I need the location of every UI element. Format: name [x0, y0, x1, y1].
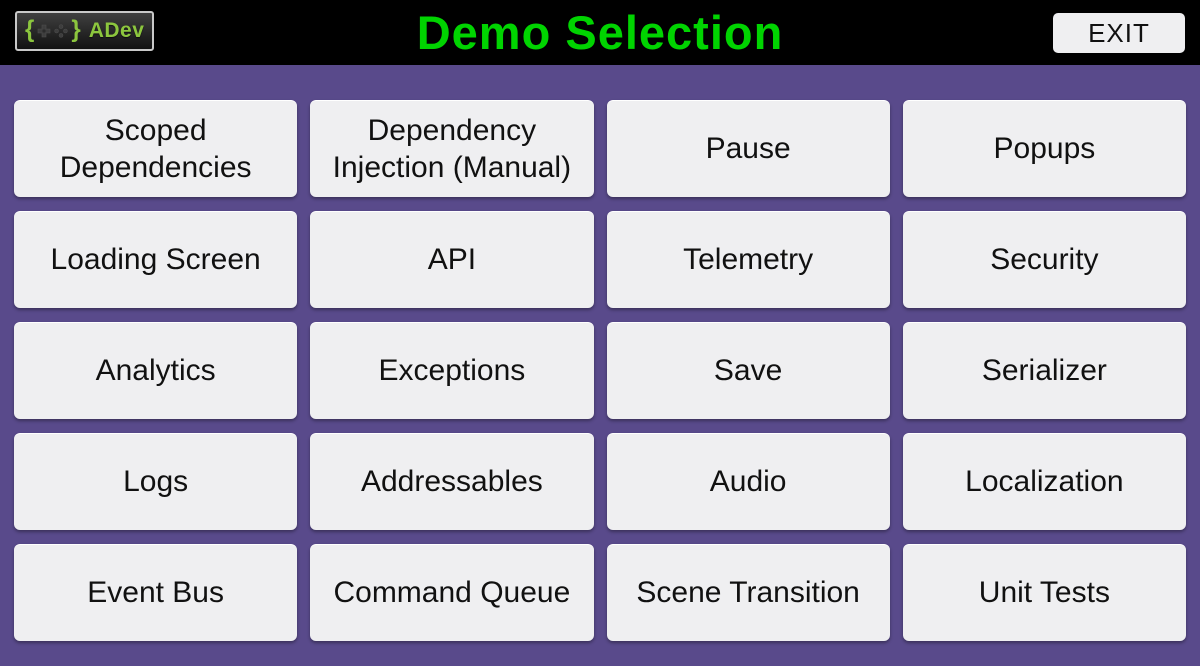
- logo-name: ADev: [88, 19, 145, 42]
- gamepad-buttons-icon: [54, 24, 68, 38]
- demo-button-unit-tests[interactable]: Unit Tests: [902, 544, 1186, 641]
- adev-logo: { } ADev: [15, 11, 155, 51]
- demo-button-analytics[interactable]: Analytics: [14, 322, 298, 419]
- demo-button-telemetry[interactable]: Telemetry: [606, 211, 890, 308]
- demo-button-serializer[interactable]: Serializer: [902, 322, 1186, 419]
- demo-button-popups[interactable]: Popups: [902, 100, 1186, 197]
- demo-button-addressables[interactable]: Addressables: [310, 433, 594, 530]
- demo-button-pause[interactable]: Pause: [606, 100, 890, 197]
- demo-button-event-bus[interactable]: Event Bus: [14, 544, 298, 641]
- exit-button[interactable]: EXIT: [1053, 13, 1185, 53]
- demo-button-logs[interactable]: Logs: [14, 433, 298, 530]
- header-bar: { } ADev Demo Selection EXIT: [0, 0, 1200, 65]
- demo-button-api[interactable]: API: [310, 211, 594, 308]
- page-title: Demo Selection: [416, 6, 784, 59]
- demo-button-exceptions[interactable]: Exceptions: [310, 322, 594, 419]
- dpad-icon: [37, 24, 51, 38]
- demo-button-scoped-dependencies[interactable]: Scoped Dependencies: [14, 100, 298, 197]
- demo-button-audio[interactable]: Audio: [606, 433, 890, 530]
- logo-open-brace: {: [25, 16, 35, 43]
- demo-button-dependency-injection-manual[interactable]: Dependency Injection (Manual): [310, 100, 594, 197]
- demo-button-loading-screen[interactable]: Loading Screen: [14, 211, 298, 308]
- demo-button-security[interactable]: Security: [902, 211, 1186, 308]
- demo-button-localization[interactable]: Localization: [902, 433, 1186, 530]
- demo-button-scene-transition[interactable]: Scene Transition: [606, 544, 890, 641]
- demo-button-command-queue[interactable]: Command Queue: [310, 544, 594, 641]
- demo-button-save[interactable]: Save: [606, 322, 890, 419]
- logo-close-brace: }: [71, 16, 81, 43]
